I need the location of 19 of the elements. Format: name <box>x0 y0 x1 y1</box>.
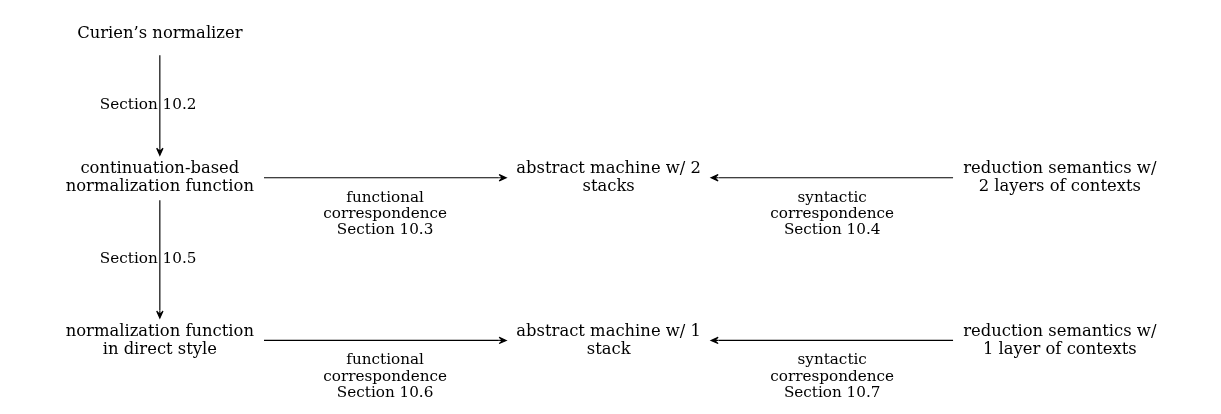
edge-label: functional correspondence Section 10.3 <box>322 187 447 239</box>
edge-label: functional correspondence Section 10.6 <box>322 350 447 402</box>
edge-label: syntactic correspondence Section 10.4 <box>769 187 894 239</box>
arrow <box>710 174 954 182</box>
arrow <box>262 174 507 182</box>
edge-label: Section 10.5 <box>99 249 196 268</box>
node-text: abstract machine w/ 2 stacks <box>515 158 701 195</box>
node-text: normalization function in direct style <box>65 320 254 358</box>
arrow <box>155 199 164 319</box>
node-text: abstract machine w/ 1 stack <box>515 320 701 358</box>
arrow <box>710 336 954 345</box>
arrow <box>155 54 164 156</box>
node-text: reduction semantics w/ 2 layers of contexts <box>962 158 1156 195</box>
node-text: continuation-based normalization function <box>65 158 254 195</box>
node-text: reduction semantics w/ 1 layer of contexts <box>962 320 1156 358</box>
arrow <box>262 336 507 345</box>
node-text: Curien’s normalizer <box>76 23 243 43</box>
edge-label: syntactic correspondence Section 10.7 <box>769 350 894 402</box>
edge-label: Section 10.2 <box>99 95 196 114</box>
